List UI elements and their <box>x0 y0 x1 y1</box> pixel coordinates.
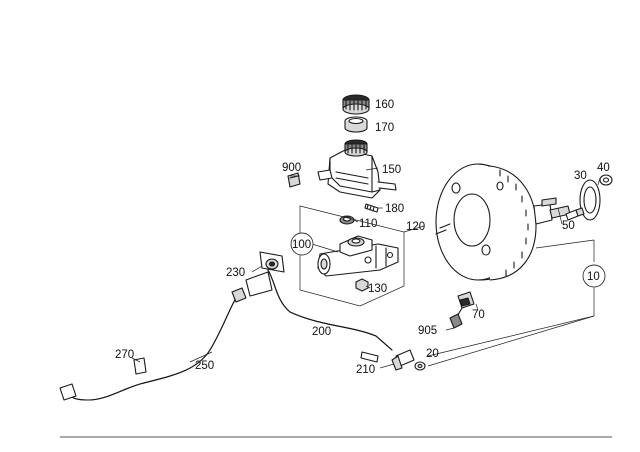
label-210: 210 <box>356 364 375 376</box>
label-270: 270 <box>115 349 134 361</box>
reservoir-cap-160 <box>342 94 370 115</box>
check-valve-fitting-20 <box>391 349 426 371</box>
label-10: 10 <box>587 271 600 283</box>
label-40: 40 <box>597 162 610 174</box>
label-905: 905 <box>418 325 437 337</box>
label-120: 120 <box>406 221 425 233</box>
washer-40 <box>599 174 613 186</box>
label-130: 130 <box>368 283 387 295</box>
label-30: 30 <box>574 170 587 182</box>
clip-270 <box>133 357 147 375</box>
bracket-230 <box>245 251 285 297</box>
leader-lines <box>131 167 601 369</box>
label-50: 50 <box>562 220 575 232</box>
callout-10-circle <box>582 264 606 288</box>
label-230: 230 <box>226 267 245 279</box>
label-170: 170 <box>375 122 394 134</box>
label-200: 200 <box>312 326 331 338</box>
nut-130 <box>355 278 369 292</box>
seal-905 <box>449 313 463 329</box>
label-150: 150 <box>382 164 401 176</box>
bolt-50 <box>565 207 585 221</box>
label-900: 900 <box>282 162 301 174</box>
brake-fluid-reservoir-150 <box>317 139 397 199</box>
grommet-110 <box>339 215 355 225</box>
reservoir-strainer-170 <box>344 116 368 133</box>
label-250: 250 <box>195 360 214 372</box>
label-70: 70 <box>472 309 485 321</box>
label-110: 110 <box>359 218 377 230</box>
pin-210 <box>360 351 379 363</box>
label-160: 160 <box>375 99 394 111</box>
gasket-30 <box>579 179 601 221</box>
callout-100-circle <box>290 232 314 256</box>
pin-180 <box>364 203 379 213</box>
vacuum-line-250 <box>59 287 247 401</box>
vacuum-line-200 <box>267 269 393 351</box>
label-20: 20 <box>426 348 439 360</box>
clip-900 <box>287 172 301 188</box>
brake-booster-120 <box>435 163 571 281</box>
label-100: 100 <box>292 239 311 251</box>
label-180: 180 <box>385 203 404 215</box>
